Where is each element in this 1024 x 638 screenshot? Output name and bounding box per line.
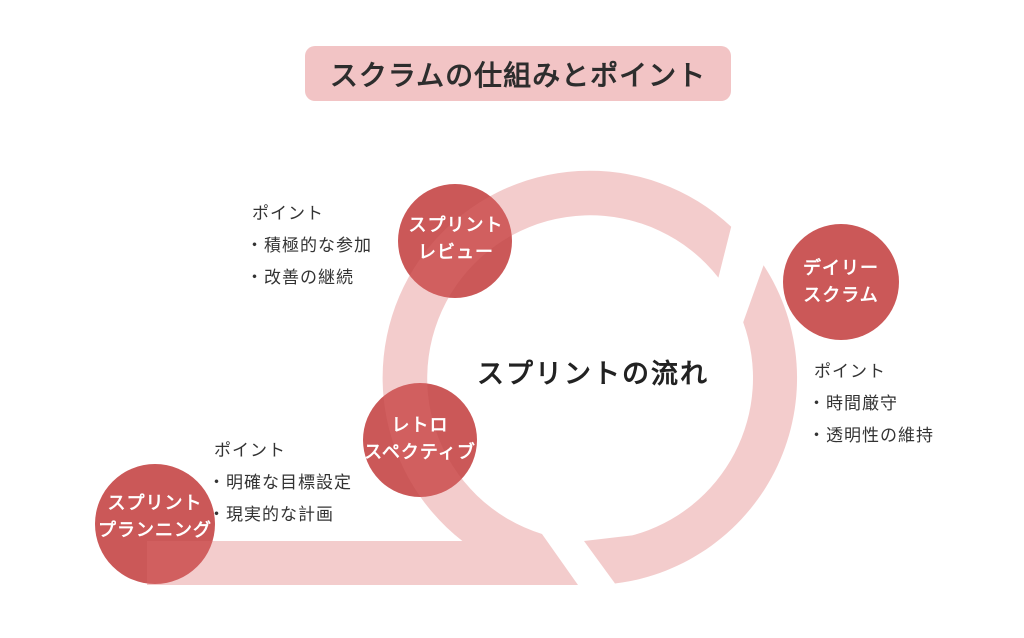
points-item: ・明確な目標設定	[208, 473, 352, 492]
node-label-line: デイリー	[803, 258, 879, 278]
points-item: ・時間厳守	[808, 394, 898, 413]
points-item: ・改善の継続	[246, 268, 354, 287]
node-label-line: プランニング	[98, 520, 212, 540]
title-banner: スクラムの仕組みとポイント	[305, 46, 731, 101]
node-circle-sprint-review	[398, 184, 512, 298]
points-heading: ポイント	[252, 204, 324, 223]
points-heading: ポイント	[214, 441, 286, 460]
points-item: ・積極的な参加	[246, 236, 372, 255]
node-circle-daily-scrum	[783, 224, 899, 340]
cycle-arrow-main-segment	[147, 170, 732, 586]
page-title: スクラムの仕組みとポイント	[329, 59, 707, 91]
points-heading: ポイント	[814, 362, 886, 381]
node-label-line: レトロ	[391, 415, 449, 435]
node-label-line: スプリント	[408, 215, 504, 235]
cycle-arrow-right-segment	[584, 265, 798, 584]
points-block-sprint-review: ポイント ・積極的な参加 ・改善の継続	[246, 198, 372, 294]
node-label-line: レビュー	[418, 242, 494, 262]
node-circle-retrospective	[363, 383, 477, 497]
points-block-sprint-planning: ポイント ・明確な目標設定 ・現実的な計画	[208, 435, 352, 531]
node-label-retrospective: レトロ スペクティブ	[340, 412, 500, 466]
points-block-daily-scrum: ポイント ・時間厳守 ・透明性の維持	[808, 356, 934, 452]
node-label-daily-scrum: デイリー スクラム	[761, 255, 921, 309]
cycle-center-label: スプリントの流れ	[477, 359, 709, 389]
node-label-line: スプリント	[107, 493, 203, 513]
points-item: ・現実的な計画	[208, 505, 334, 524]
node-label-sprint-planning: スプリント プランニング	[75, 490, 235, 544]
node-label-sprint-review: スプリント レビュー	[376, 212, 536, 266]
node-circle-sprint-planning	[95, 464, 215, 584]
node-label-line: スペクティブ	[364, 442, 476, 462]
points-item: ・透明性の維持	[808, 426, 934, 445]
node-label-line: スクラム	[803, 285, 879, 305]
